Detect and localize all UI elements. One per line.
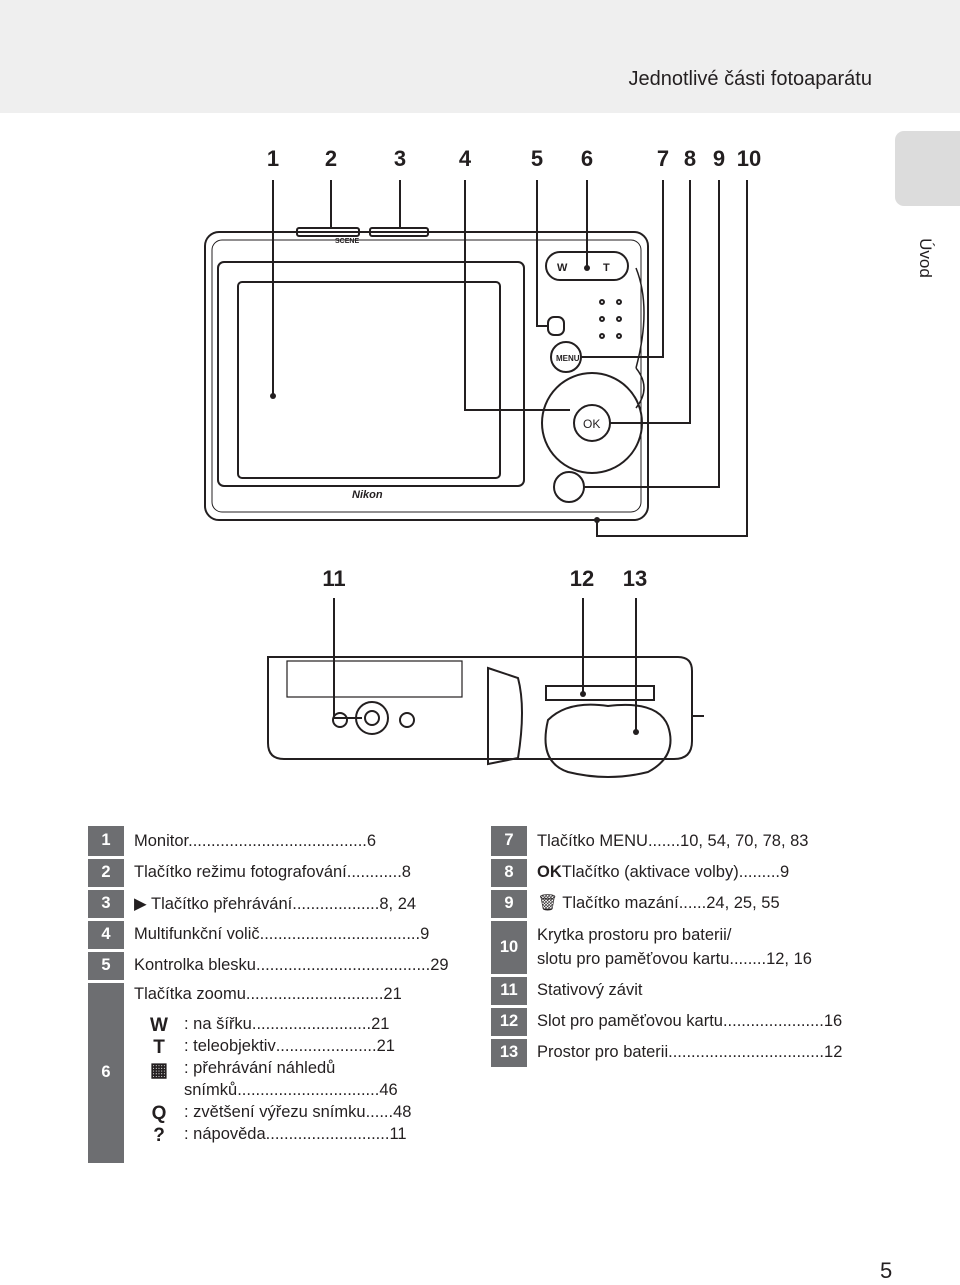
zoom-wide-icon: W: [150, 1015, 168, 1036]
play-icon: ▶: [134, 894, 147, 913]
trash-icon: 🗑: [537, 894, 558, 912]
zoom-t-label: T: [603, 262, 610, 274]
callout-6: 6: [580, 146, 594, 171]
page-title: Jednotlivé části fotoaparátu: [628, 68, 873, 90]
camera-diagram: Nikon SCENE W T MENU OK: [204, 180, 748, 778]
callout-5: 5: [530, 146, 544, 171]
camera-brand: Nikon: [352, 489, 383, 501]
callout-1: 1: [266, 146, 280, 171]
callout-13: 13: [622, 566, 648, 591]
magnify-icon: Q: [151, 1103, 167, 1124]
table-row: 10 Krytka prostoru pro baterii/slotu pro…: [491, 919, 863, 977]
zoom-w-label: W: [557, 262, 568, 274]
ok-button-label: OK: [583, 417, 600, 431]
table-row: 9 🗑 Tlačítko mazání......24, 25, 55: [491, 888, 863, 921]
help-icon: ?: [153, 1125, 165, 1146]
table-row: 8 OKTlačítko (aktivace volby).........9: [491, 857, 863, 890]
table-row: 5 Kontrolka blesku......................…: [88, 950, 460, 983]
parts-table-right: 7 Tlačítko MENU.......10, 54, 70, 78, 83…: [491, 826, 863, 1070]
callout-10: 10: [736, 146, 762, 171]
table-row: 7 Tlačítko MENU.......10, 54, 70, 78, 83: [491, 826, 863, 859]
callout-9: 9: [712, 146, 726, 171]
zoom-tele-icon: T: [153, 1037, 165, 1058]
parts-table-left: 1 Monitor...............................…: [88, 826, 460, 1166]
table-row: 11 Stativový závit: [491, 975, 863, 1008]
table-row: 2 Tlačítko režimu fotografování.........…: [88, 857, 460, 890]
table-row: 3 ▶ Tlačítko přehrávání.................…: [88, 888, 460, 921]
callout-11: 11: [322, 566, 346, 591]
menu-button-label: MENU: [556, 354, 580, 363]
ok-icon: OK: [537, 863, 562, 881]
table-row: 1 Monitor...............................…: [88, 826, 460, 859]
page-number: 5: [880, 1258, 893, 1283]
table-row: 13 Prostor pro baterii..................…: [491, 1037, 863, 1070]
callout-12: 12: [569, 566, 595, 591]
callout-2: 2: [324, 146, 338, 171]
table-row: 6 Tlačítka zoomu........................…: [88, 981, 460, 1166]
callout-7: 7: [656, 146, 670, 171]
camera-scene-label: SCENE: [335, 238, 359, 245]
thumbnail-icon: ▦: [150, 1060, 168, 1081]
callout-3: 3: [393, 146, 407, 171]
callout-8: 8: [683, 146, 697, 171]
table-row: 12 Slot pro paměťovou kartu.............…: [491, 1006, 863, 1039]
callout-4: 4: [458, 146, 472, 171]
table-row: 4 Multifunkční volič....................…: [88, 919, 460, 952]
side-tab: [895, 131, 960, 206]
page-header: Jednotlivé části fotoaparátu: [0, 0, 960, 113]
